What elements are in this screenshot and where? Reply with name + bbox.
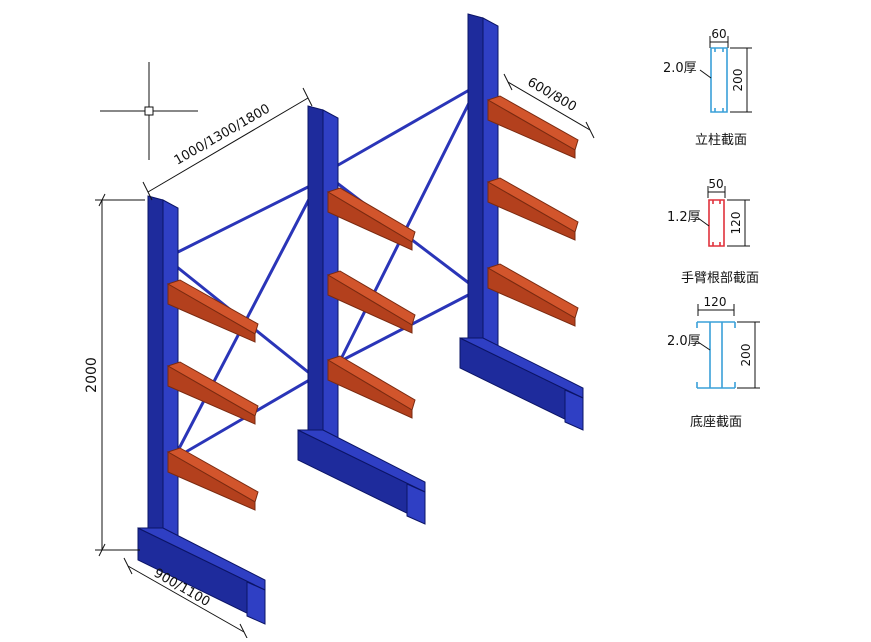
section-arm-height: 120 <box>729 212 743 235</box>
dim-arm-spacing: 1000/1300/1800 <box>142 87 313 201</box>
section-column: 60 200 2.0厚 立柱截面 <box>663 27 752 148</box>
crosshair-icon <box>100 62 198 160</box>
dim-height: 2000 <box>84 193 145 557</box>
section-arm-root: 50 120 1.2厚 手臂根部截面 <box>667 177 759 286</box>
section-column-name: 立柱截面 <box>695 133 747 148</box>
section-column-thickness: 2.0厚 <box>663 61 697 76</box>
brace-top-right <box>332 83 479 170</box>
section-column-width: 60 <box>711 27 726 41</box>
section-base: 120 200 2.0厚 底座截面 <box>667 295 760 430</box>
section-arm-name: 手臂根部截面 <box>681 271 759 286</box>
section-column-profile <box>710 47 728 113</box>
brace-top-left <box>171 180 319 257</box>
arms-middle <box>326 187 416 419</box>
section-arm-thickness: 1.2厚 <box>667 210 701 225</box>
arms-right <box>486 95 579 327</box>
dim-height-label: 2000 <box>84 357 100 393</box>
dim-arm-spacing-label: 1000/1300/1800 <box>172 101 273 168</box>
section-arm-width: 50 <box>708 177 723 191</box>
section-base-thickness: 2.0厚 <box>667 334 701 349</box>
section-base-profile <box>696 321 736 389</box>
dim-arm-length-label: 600/800 <box>525 75 579 115</box>
section-arm-profile <box>708 199 725 247</box>
section-column-height: 200 <box>731 69 745 92</box>
section-base-width: 120 <box>704 295 727 309</box>
section-base-height: 200 <box>739 344 753 367</box>
arms-left <box>166 279 259 511</box>
section-base-name: 底座截面 <box>690 414 742 430</box>
